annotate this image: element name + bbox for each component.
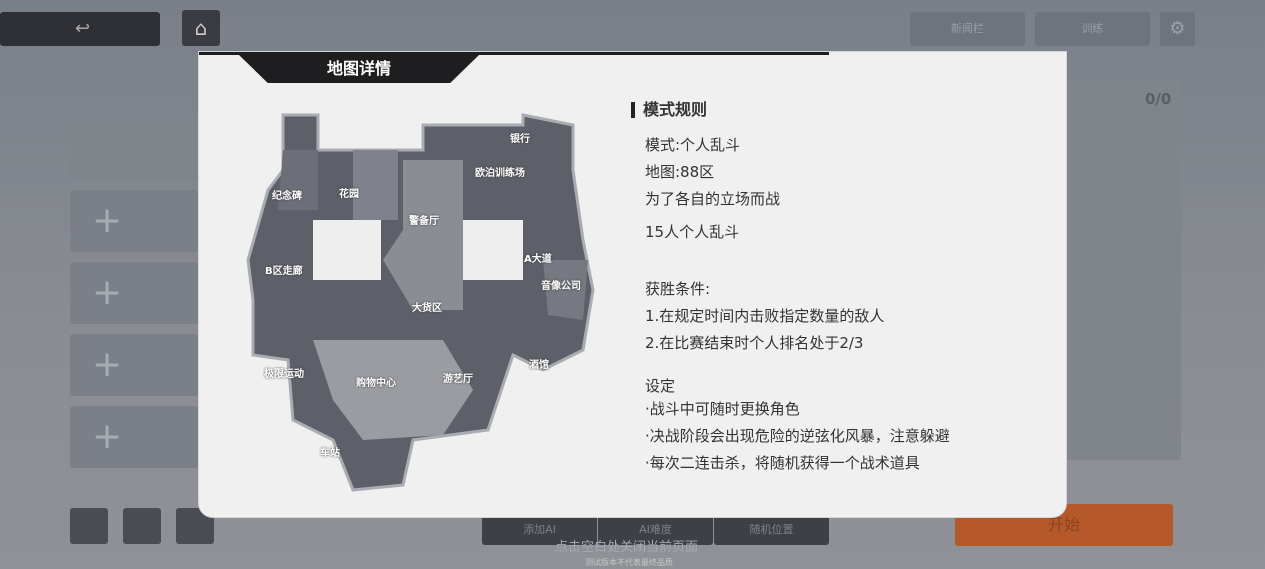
setting-line: ·每次二连击杀，将随机获得一个战术道具 bbox=[645, 454, 920, 472]
map-label: 音像公司 bbox=[541, 281, 581, 292]
map-details-modal: 地图详情 银行 纪念碑 花园 欧泊训练场 警备厅 B区走廊 A大道 音像公司 大… bbox=[199, 52, 1066, 517]
score: 0/0 bbox=[1145, 90, 1172, 108]
version-note: 测试版本不代表最终品质 bbox=[585, 558, 673, 567]
home-button[interactable]: ⌂ bbox=[182, 10, 220, 46]
map-label: 银行 bbox=[510, 134, 530, 145]
add-player-slot[interactable]: + bbox=[70, 262, 198, 324]
rules-panel: 模式规则 模式:个人乱斗 地图:88区 为了各自的立场而战 15人个人乱斗 获胜… bbox=[631, 102, 950, 483]
map-label: 欧泊训练场 bbox=[475, 168, 525, 179]
win-condition: 2.在比赛结束时个人排名处于2/3 bbox=[645, 334, 864, 352]
back-icon: ↩ bbox=[75, 18, 91, 39]
news-button[interactable]: 新闻栏 bbox=[910, 12, 1025, 46]
rule-line: 地图:88区 bbox=[645, 163, 715, 181]
map-label: A大道 bbox=[524, 254, 552, 265]
map-label: 纪念碑 bbox=[272, 191, 302, 202]
map-label: 购物中心 bbox=[356, 378, 396, 389]
add-player-slot[interactable]: + bbox=[70, 334, 198, 396]
map-label: 车站 bbox=[320, 448, 340, 459]
home-icon: ⌂ bbox=[194, 16, 208, 40]
map-thumbnail[interactable] bbox=[1066, 328, 1179, 450]
close-hint[interactable]: 点击空白处关闭当前页面 bbox=[555, 540, 699, 555]
random-position-button[interactable]: 随机位置 bbox=[714, 515, 829, 545]
rule-line: 模式:个人乱斗 bbox=[645, 136, 741, 154]
back-button[interactable]: ↩ bbox=[0, 12, 160, 46]
map-label: 酒馆 bbox=[529, 360, 549, 371]
map-image bbox=[246, 113, 595, 492]
rules-heading: 模式规则 bbox=[631, 102, 950, 118]
add-player-slot[interactable]: + bbox=[70, 406, 198, 468]
mic-button[interactable] bbox=[123, 508, 161, 544]
map-label: B区走廊 bbox=[265, 266, 303, 277]
map-label: 花园 bbox=[339, 189, 359, 200]
ai-difficulty-button[interactable]: AI难度 bbox=[598, 515, 713, 545]
settings-button[interactable]: ⚙ bbox=[1160, 12, 1195, 46]
setting-line: ·战斗中可随时更换角色 bbox=[645, 400, 800, 418]
add-player-slot[interactable]: + bbox=[70, 190, 198, 252]
setting-line: ·决战阶段会出现危险的逆弦化风暴，注意躲避 bbox=[645, 427, 950, 445]
gear-icon: ⚙ bbox=[1169, 18, 1186, 39]
map-label: 大货区 bbox=[412, 303, 442, 314]
add-ai-button[interactable]: 添加AI bbox=[482, 515, 597, 545]
settings-heading: 设定 bbox=[645, 377, 676, 395]
right-panel bbox=[1066, 80, 1181, 460]
map-label: 警备厅 bbox=[409, 216, 439, 227]
player-slot[interactable] bbox=[70, 118, 198, 180]
win-heading: 获胜条件: bbox=[645, 280, 711, 298]
modal-title: 地图详情 bbox=[239, 55, 479, 83]
training-button[interactable]: 训练 bbox=[1035, 12, 1150, 46]
rule-line: 为了各自的立场而战 bbox=[645, 190, 781, 208]
win-condition: 1.在规定时间内击败指定数量的敌人 bbox=[645, 307, 885, 325]
action-button[interactable] bbox=[70, 508, 108, 544]
rule-line: 15人个人乱斗 bbox=[645, 223, 740, 241]
map-label: 极限运动 bbox=[264, 369, 304, 380]
map-label: 游艺厅 bbox=[443, 374, 473, 385]
